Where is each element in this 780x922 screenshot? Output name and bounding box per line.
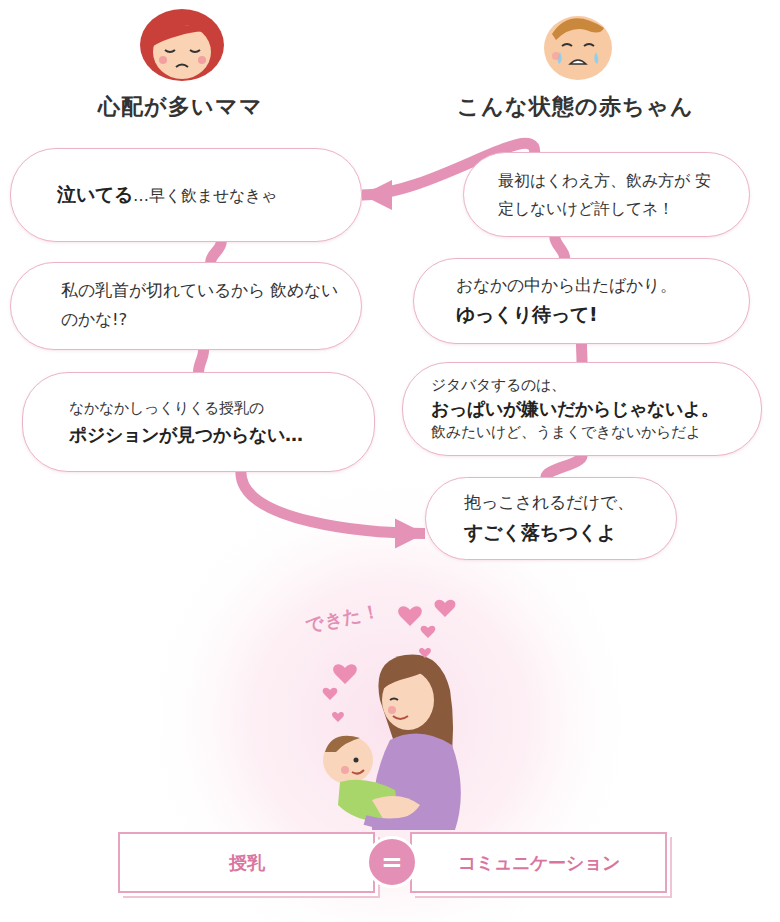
equals-circle: =	[366, 836, 418, 888]
node-text: コミュニケーション	[458, 850, 620, 875]
node-text: 最初はくわえ方、飲み方が 安定しないけど許してネ！	[498, 167, 727, 221]
speech-pill: おなかの中から出たばかり。ゆっくり待って!	[413, 258, 750, 344]
node-text: おっぱいが嫌いだからじゃないよ。	[431, 396, 747, 422]
speech-pill: 泣いてる…早く飲ませなきゃ	[10, 148, 362, 242]
speech-pill: 私の乳首が切れているから 飲めないのかな!?	[10, 262, 362, 350]
mom-face	[140, 9, 224, 81]
node-text: 授乳	[229, 850, 265, 875]
column-heading: 心配が多いママ	[50, 92, 310, 122]
mother-and-baby	[323, 654, 461, 830]
node-text: おなかの中から出たばかり。	[456, 273, 729, 299]
speech-pill: なかなかしっくりくる授乳のポジションが見つからない…	[22, 372, 375, 472]
speech-pill: 最初はくわえ方、飲み方が 安定しないけど許してネ！	[463, 152, 750, 237]
node-text: なかなかしっくりくる授乳の	[69, 396, 354, 422]
baby-face	[544, 16, 612, 80]
label-box: コミュニケーション	[410, 832, 667, 893]
speech-pill: 抱っこされるだけで、すごく落ちつくよ	[425, 477, 677, 560]
cycle-arrow	[211, 242, 222, 262]
node-text: 抱っこされるだけで、	[464, 490, 660, 516]
cycle-arrow	[546, 456, 582, 477]
node-text: 私の乳首が切れているから 飲めないのかな!?	[61, 277, 341, 335]
node-text: …早く飲ませなきゃ	[133, 186, 277, 205]
node-text: すごく落ちつくよ	[464, 517, 660, 547]
column-heading: こんな状態の赤ちゃん	[430, 92, 720, 122]
cycle-arrow	[576, 344, 588, 362]
cycle-arrow	[555, 237, 565, 258]
node-text: 泣いてる	[57, 183, 133, 205]
node-text: ゆっくり待って!	[456, 299, 729, 329]
node-text: ジタバタするのは、	[431, 375, 747, 397]
cycle-arrow	[199, 350, 204, 372]
cycle-arrow	[241, 472, 425, 533]
node-text: 飲みたいけど、うまくできないからだよ	[431, 422, 747, 443]
speech-pill: ジタバタするのは、おっぱいが嫌いだからじゃないよ。飲みたいけど、うまくできないか…	[402, 362, 762, 456]
node-text: =	[381, 849, 403, 875]
label-box: 授乳	[118, 832, 375, 893]
node-text: ポジションが見つからない…	[69, 421, 354, 448]
